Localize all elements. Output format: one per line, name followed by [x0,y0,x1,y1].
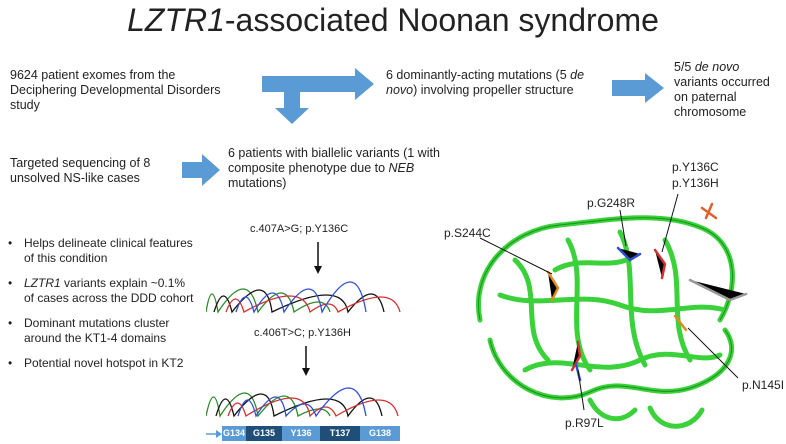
codon-g138: G138 [360,426,400,441]
page-title: LZTR1-associated Noonan syndrome [0,2,786,39]
codon-t137: T137 [320,426,360,441]
finding-1: Helps delineate clinical features of thi… [8,236,198,266]
label-g248r: p.G248R [587,196,636,210]
flow-box-targeted: Targeted sequencing of 8 unsolved NS-lik… [10,156,151,185]
flow-box-biallelic: 6 patients with biallelic variants (1 wi… [228,146,440,190]
findings-list: Helps delineate clinical features of thi… [8,236,198,381]
label-n145i: p.N145I [742,378,785,392]
arrow-right-3 [182,154,220,186]
chromatogram-top-label: c.407A>G; p.Y136C [250,223,349,235]
chromatogram-bottom-label: c.406T>C; p.Y136H [254,327,351,339]
strand-arrow-icon [206,430,222,438]
flow-box-dominant: 6 dominantly-acting mutations (5 de novo… [386,68,585,97]
label-s244c: p.S244C [444,226,491,240]
label-y136h: p.Y136H [672,176,719,190]
title-gene: LZTR1 [127,2,225,38]
finding-2: LZTR1 variants explain ~0.1% of cases ac… [8,276,198,306]
finding-4: Potential novel hotspot in KT2 [8,356,198,371]
label-y136c: p.Y136C [672,160,719,174]
flow-box-exomes: 9624 patient exomes from the Deciphering… [10,68,221,112]
chromatogram-top [206,242,401,314]
codon-g135: G135 [246,426,282,441]
finding-3: Dominant mutations cluster around the KT… [8,316,198,346]
codon-strip: G134 G135 Y136 T137 G138 [222,426,400,441]
arrow-right-1 [262,68,374,100]
title-rest: -associated Noonan syndrome [224,2,659,38]
arrow-down [275,92,309,124]
flow-box-paternal: 5/5 de novo variants occurred on paterna… [674,60,770,119]
label-r97l: p.R97L [565,416,604,430]
codon-g134: G134 [222,426,246,441]
codon-y136: Y136 [282,426,320,441]
protein-structure-image [476,193,748,429]
arrow-right-2 [612,73,664,103]
chromatogram-bottom [206,346,399,418]
